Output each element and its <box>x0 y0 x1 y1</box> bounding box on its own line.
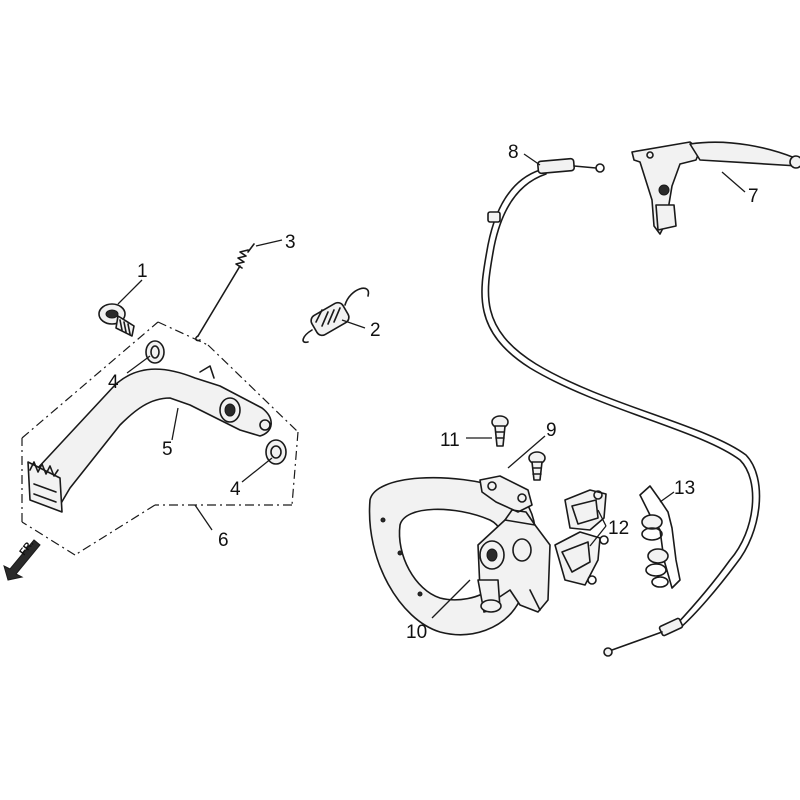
front-direction-arrow-icon <box>3 539 41 581</box>
callout-2: 2 <box>370 320 381 341</box>
callout-5: 5 <box>162 439 173 460</box>
pivot-bolt <box>98 303 135 337</box>
brake-pad-1 <box>564 489 607 531</box>
callout-6: 6 <box>218 530 229 551</box>
callout-7: 7 <box>748 186 759 207</box>
callout-8: 8 <box>508 142 519 163</box>
callout-12: 12 <box>608 518 629 539</box>
caliper-bolt-1 <box>491 415 509 447</box>
callout-3: 3 <box>285 232 296 253</box>
callout-9: 9 <box>546 420 557 441</box>
callout-labels: 1 2 3 4 4 5 6 7 8 9 10 11 12 13 <box>108 142 759 643</box>
return-spring-long <box>195 243 255 342</box>
pad-spring <box>639 485 681 589</box>
callout-10: 10 <box>406 622 427 643</box>
washer-upper <box>145 340 165 364</box>
callout-13: 13 <box>674 478 695 499</box>
callout-1: 1 <box>137 261 148 282</box>
caliper-bolt-2 <box>528 451 546 481</box>
brake-cable <box>481 157 761 657</box>
caliper-bracket <box>479 475 533 513</box>
callout-4-lower: 4 <box>230 479 241 500</box>
leader-lines <box>117 153 746 619</box>
pedal-assembly-boundary <box>21 321 299 556</box>
brake-pedal <box>27 365 272 513</box>
callout-4-upper: 4 <box>108 372 119 393</box>
brake-pad-2 <box>554 531 609 586</box>
brake-caliper <box>477 509 551 613</box>
callout-11: 11 <box>440 430 460 451</box>
brake-lever <box>631 141 800 235</box>
coil-spring <box>302 287 370 344</box>
